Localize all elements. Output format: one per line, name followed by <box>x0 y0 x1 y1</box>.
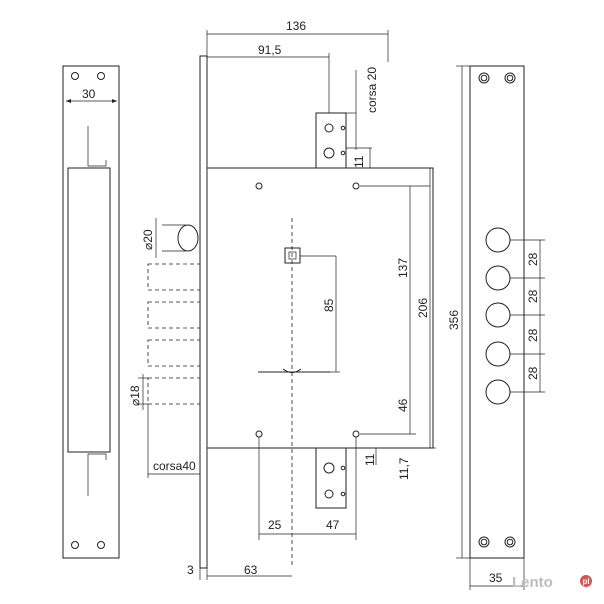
dim-pitch-28-d: 28 <box>526 366 540 380</box>
dim-plate-30: 30 <box>82 87 96 101</box>
watermark-badge-icon <box>580 575 592 587</box>
dim-length-356: 356 <box>447 310 461 330</box>
dim-height-137: 137 <box>396 258 410 278</box>
dim-height-46: 46 <box>396 398 410 412</box>
dim-pitch-28-b: 28 <box>526 289 540 303</box>
dim-height-206: 206 <box>416 298 430 318</box>
dim-pitch-28-a: 28 <box>526 252 540 266</box>
dim-pitch-28-c: 28 <box>526 328 540 342</box>
dim-stroke-bottom: corsa40 <box>153 459 196 473</box>
watermark-logo: Lento pl <box>512 574 592 591</box>
dim-gap-top-11: 11 <box>352 155 366 168</box>
dim-gap-bottom-11: 11 <box>363 453 377 466</box>
watermark-brand: Lento <box>512 574 553 591</box>
watermark-suffix: pl <box>582 577 589 586</box>
dim-dist-25: 25 <box>268 518 282 532</box>
dim-bolt-d18: ⌀18 <box>128 385 142 406</box>
dim-stroke-top: corsa 20 <box>365 67 379 113</box>
dim-offset-91-5: 91,5 <box>258 43 282 57</box>
dim-plate-3: 3 <box>187 563 194 577</box>
dim-backset-63: 63 <box>244 563 258 577</box>
dim-dist-47: 47 <box>326 518 340 532</box>
right-strike-plate <box>456 65 545 590</box>
dim-width-136: 136 <box>286 19 306 33</box>
left-strike-plate <box>62 65 120 559</box>
dim-gap-11-7: 11,7 <box>397 457 411 480</box>
dimension-lines <box>138 30 436 580</box>
lock-body <box>147 55 434 569</box>
dim-spindle-85: 85 <box>322 298 336 312</box>
dim-plate-35: 35 <box>489 571 503 585</box>
dim-hole-d20: ⌀20 <box>141 229 155 250</box>
